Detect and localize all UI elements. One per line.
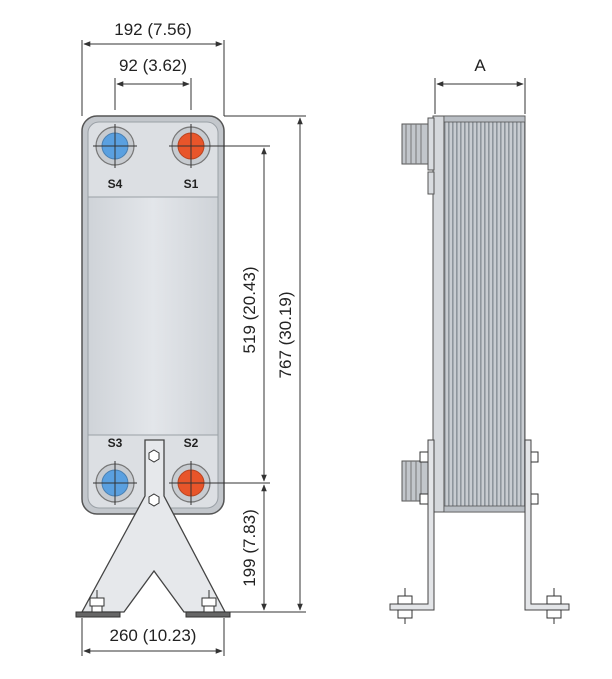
side-bolt-left — [397, 588, 413, 624]
front-dimensions: 192 (7.56) 92 (3.62) 519 (20.43) 767 (30… — [81, 20, 306, 656]
dim-overall-width: 192 (7.56) — [114, 20, 192, 39]
dim-port-spacing: 92 (3.62) — [119, 56, 187, 75]
port-s1 — [169, 124, 213, 168]
port-label-s1: S1 — [184, 177, 199, 191]
port-label-s3: S3 — [108, 436, 123, 450]
support-leg-left — [389, 439, 435, 611]
foot-bolt-left — [75, 590, 121, 618]
side-bolt-right — [546, 588, 562, 624]
port-s2 — [169, 461, 230, 505]
dim-port-vertical-spacing: 519 (20.43) — [240, 267, 259, 354]
dim-foot-width: 260 (10.23) — [110, 626, 197, 645]
connection-top — [401, 117, 435, 195]
dim-foot-height: 199 (7.83) — [240, 509, 259, 587]
dim-pack-depth: A — [474, 56, 486, 75]
dim-overall-height: 767 (30.19) — [276, 292, 295, 379]
bracket-nut-top — [148, 449, 160, 463]
support-foot — [80, 439, 227, 613]
support-leg-right — [524, 439, 570, 611]
foot-bolt-right — [185, 590, 231, 618]
cover-plate — [432, 115, 445, 513]
port-s3 — [93, 461, 137, 505]
plate-center-panel — [87, 196, 219, 436]
front-view: S4 S1 S3 S2 — [75, 115, 231, 618]
side-view: A — [389, 56, 570, 624]
port-label-s4: S4 — [108, 177, 123, 191]
port-s4 — [93, 124, 137, 168]
plate-pack — [443, 115, 526, 513]
bracket-nut-bottom — [148, 493, 160, 507]
port-label-s2: S2 — [184, 436, 199, 450]
